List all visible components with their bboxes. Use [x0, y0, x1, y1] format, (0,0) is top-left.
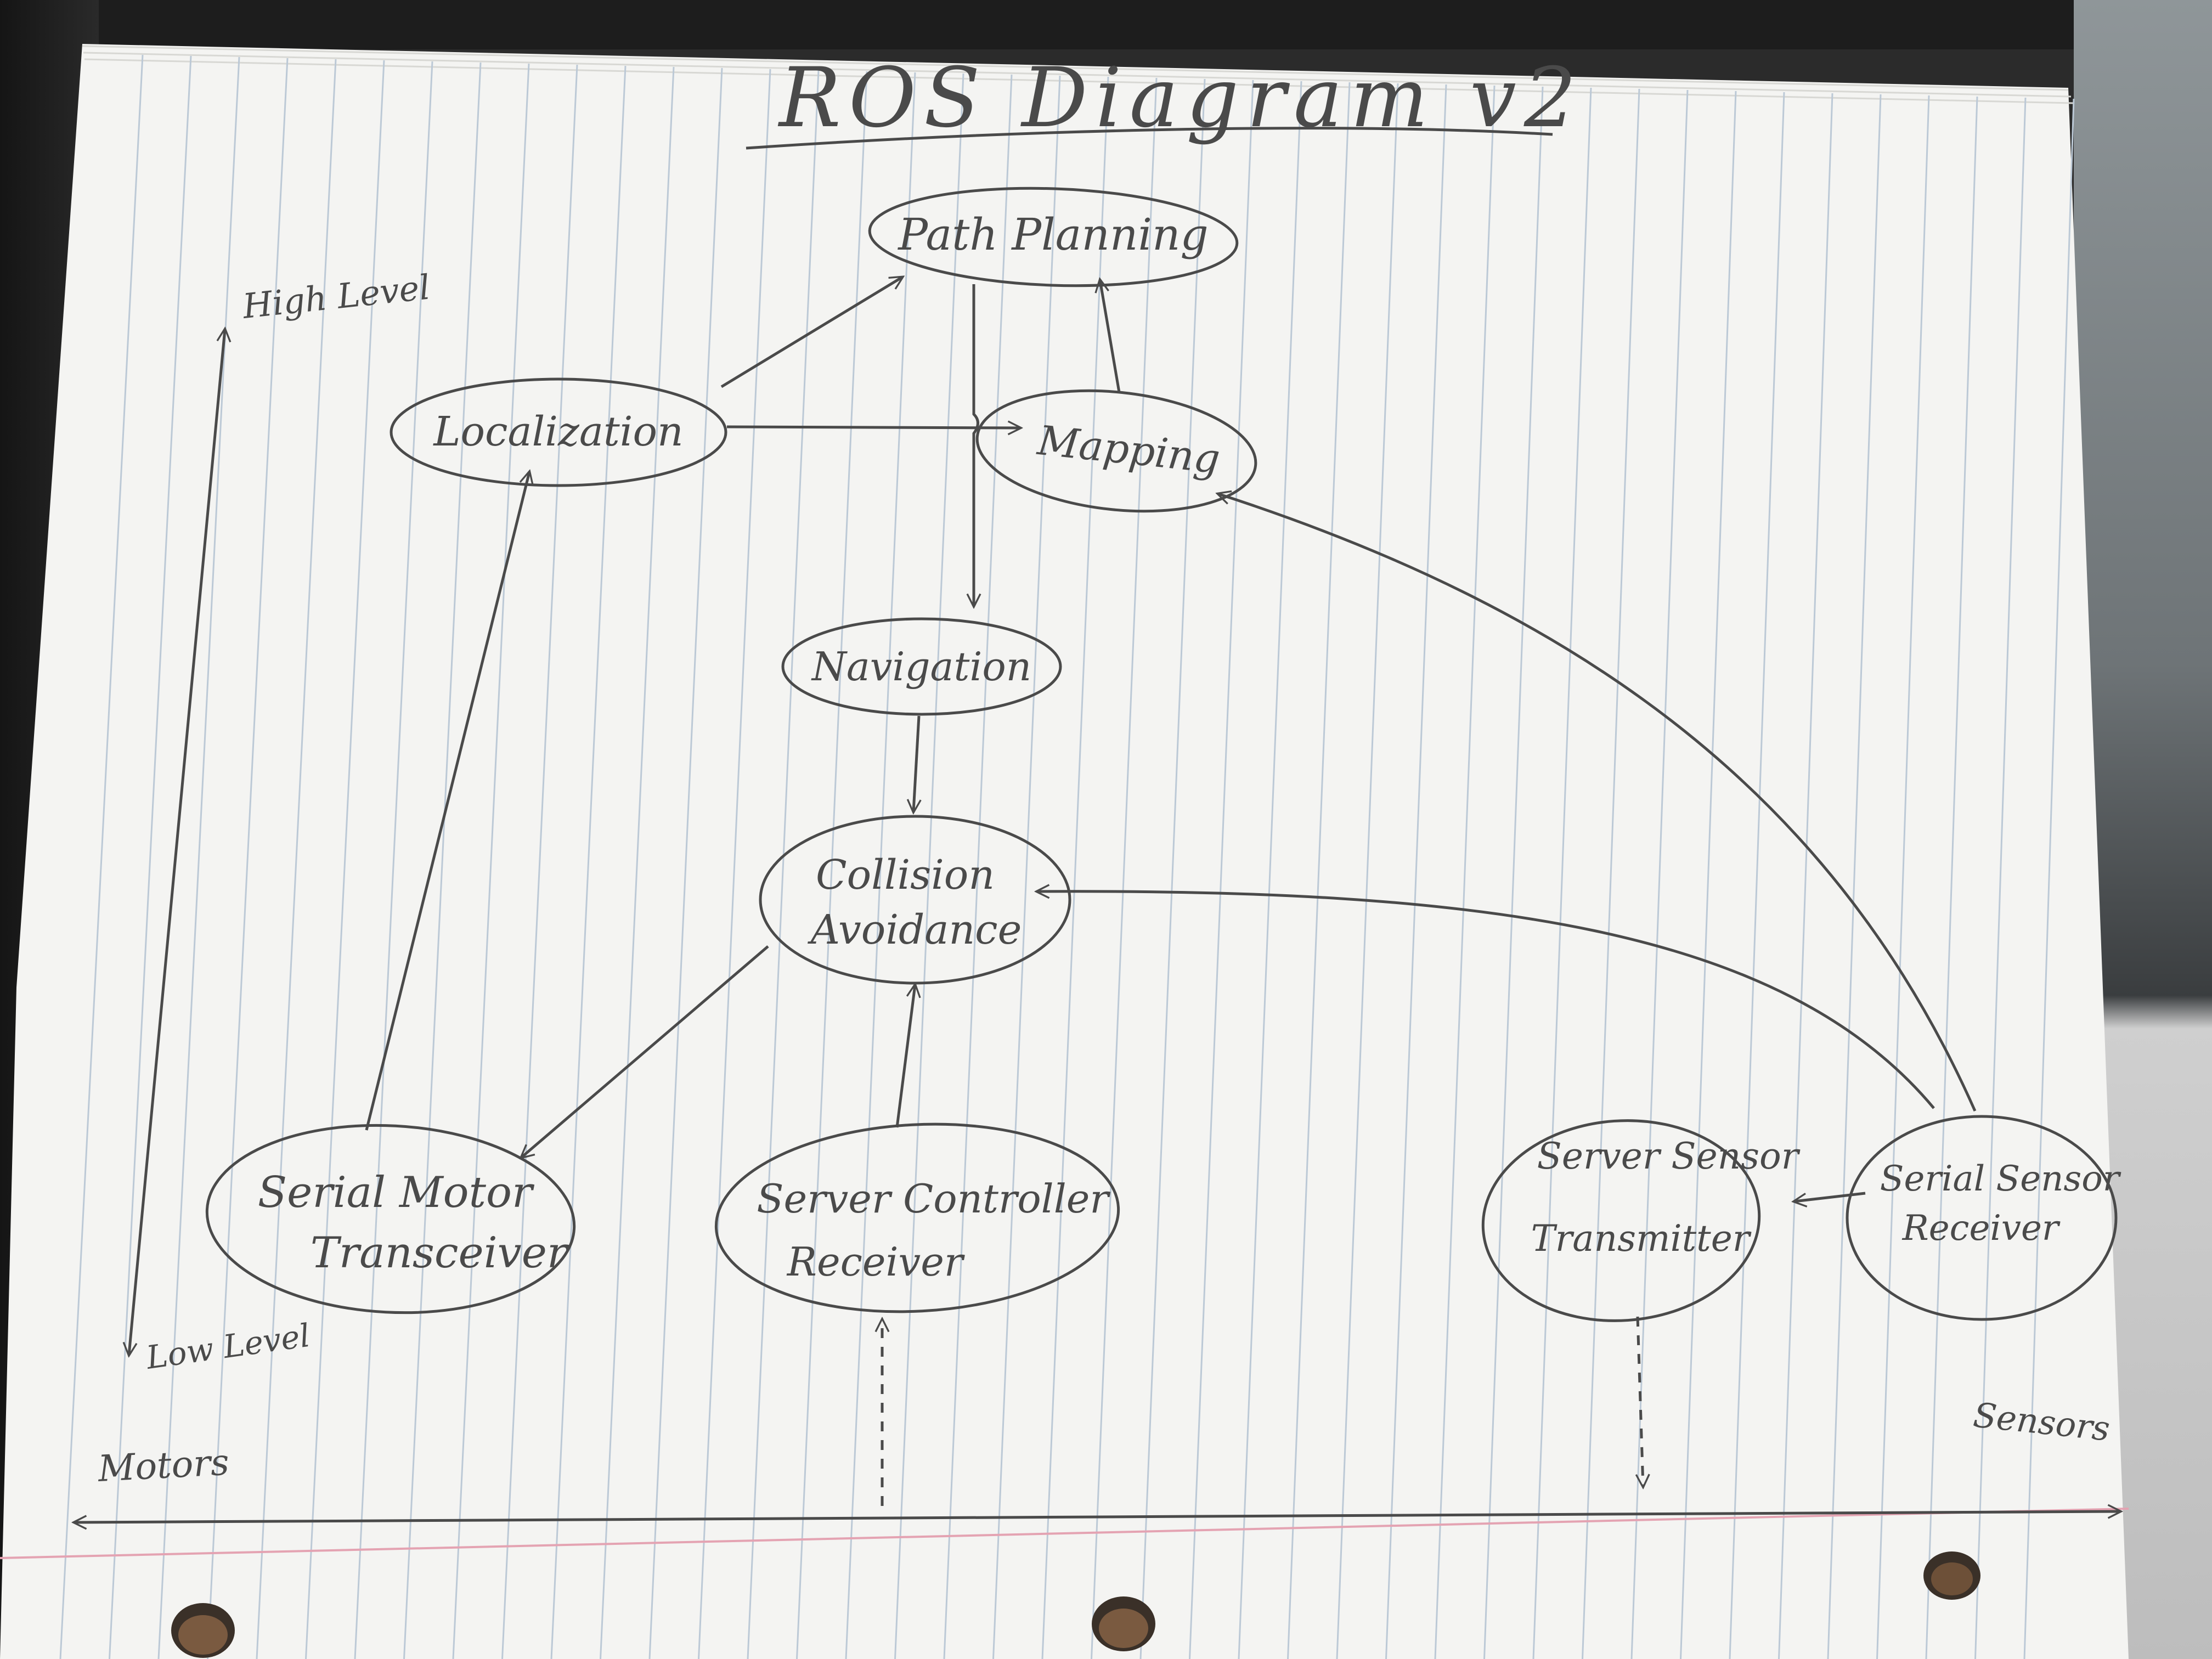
rule-line [452, 63, 530, 1659]
localization-label: Localization [432, 408, 683, 455]
rule-line [1532, 87, 1592, 1659]
rule-line [796, 71, 868, 1659]
rule-line [1974, 97, 2027, 1659]
node-serial-sensor-receiver: Serial Sensor Receiver [1846, 1115, 2121, 1321]
rule-line [403, 62, 482, 1659]
path-planning-label: Path Planning [897, 209, 1209, 260]
rule-line [207, 58, 289, 1659]
rule-line [1189, 80, 1254, 1659]
rule-line [1238, 81, 1302, 1659]
edge-serial-sensor-to-server-sensor [1794, 1192, 1866, 1201]
rule-line [550, 65, 627, 1659]
rule-line [698, 69, 771, 1659]
edge-serial-sensor-to-mapping [1218, 494, 1977, 1112]
edge-path-planning-to-navigation [974, 284, 978, 606]
edge-server-controller-to-collision [895, 985, 915, 1128]
edge-navigation-to-collision-avoidance [913, 715, 919, 812]
node-localization: Localization [390, 377, 727, 487]
rule-line [1876, 95, 1930, 1659]
rule-line [1778, 93, 1833, 1659]
edge-serial-sensor-to-collision [1037, 891, 1935, 1109]
edge-localization-to-path-planning [720, 277, 902, 388]
node-path-planning: Path Planning [868, 187, 1239, 287]
server-sensor-label-line2: Transmitter [1531, 1217, 1752, 1260]
collision-label-line1: Collision [816, 851, 995, 899]
rule-line [256, 59, 337, 1659]
collision-label-line2: Avoidance [808, 906, 1022, 953]
edge-dashed-server-sensor-to-axis [1638, 1316, 1643, 1487]
node-navigation: Navigation [781, 617, 1062, 716]
node-server-controller-receiver: Server Controller Receiver [714, 1122, 1120, 1313]
server-sensor-label-line1: Server Sensor [1537, 1135, 1801, 1177]
title-underline [746, 127, 1553, 150]
serial-motor-label-line1: Serial Motor [258, 1168, 535, 1217]
rule-line [600, 66, 675, 1659]
rule-line [1680, 91, 1737, 1659]
level-axis [129, 329, 225, 1355]
rule-line [845, 72, 916, 1659]
rule-line [1483, 86, 1544, 1659]
rule-line [992, 75, 1061, 1659]
edge-collision-to-serial-motor [521, 945, 769, 1158]
rule-line [894, 73, 964, 1659]
rule-line [2023, 98, 2075, 1659]
server-controller-label-line2: Receiver [786, 1239, 965, 1285]
serial-motor-label-line2: Transceiver [311, 1228, 570, 1278]
rule-line [1925, 96, 1978, 1659]
server-controller-label-line1: Server Controller [757, 1176, 1110, 1222]
rule-line [1582, 88, 1640, 1659]
edge-serial-motor-to-localization [365, 472, 529, 1131]
punch-holes [171, 1551, 1980, 1658]
rule-line [354, 61, 433, 1659]
node-serial-motor-transceiver: Serial Motor Transceiver [205, 1124, 576, 1314]
rule-line [1827, 94, 1882, 1659]
background-top [0, 0, 2212, 49]
motors-sensors-axis [74, 1511, 2120, 1522]
rule-line [1385, 84, 1447, 1659]
rule-line [1041, 76, 1109, 1659]
rule-line [648, 67, 723, 1659]
rule-line [501, 64, 578, 1659]
rule-line [305, 60, 385, 1659]
motors-label: Motors [97, 1441, 230, 1490]
edge-mapping-to-path-planning [1100, 280, 1121, 393]
rule-line [59, 54, 144, 1659]
edge-localization-to-mapping [726, 427, 1020, 428]
serial-sensor-label-line1: Serial Sensor [1880, 1159, 2121, 1199]
navigation-label: Navigation [811, 644, 1031, 690]
rule-line [1336, 83, 1399, 1659]
rule-line [1091, 77, 1158, 1659]
rule-line [943, 74, 1013, 1659]
ruled-lines [59, 54, 2075, 1659]
rule-line [1287, 82, 1351, 1659]
rule-line [1729, 92, 1785, 1659]
node-collision-avoidance: Collision Avoidance [759, 815, 1071, 985]
serial-sensor-label-line2: Receiver [1902, 1208, 2061, 1249]
paper-edges [82, 45, 2074, 104]
node-server-sensor-transmitter: Server Sensor Transmitter [1481, 1119, 1801, 1322]
rule-line [1139, 78, 1206, 1659]
rule-line [1434, 85, 1496, 1659]
